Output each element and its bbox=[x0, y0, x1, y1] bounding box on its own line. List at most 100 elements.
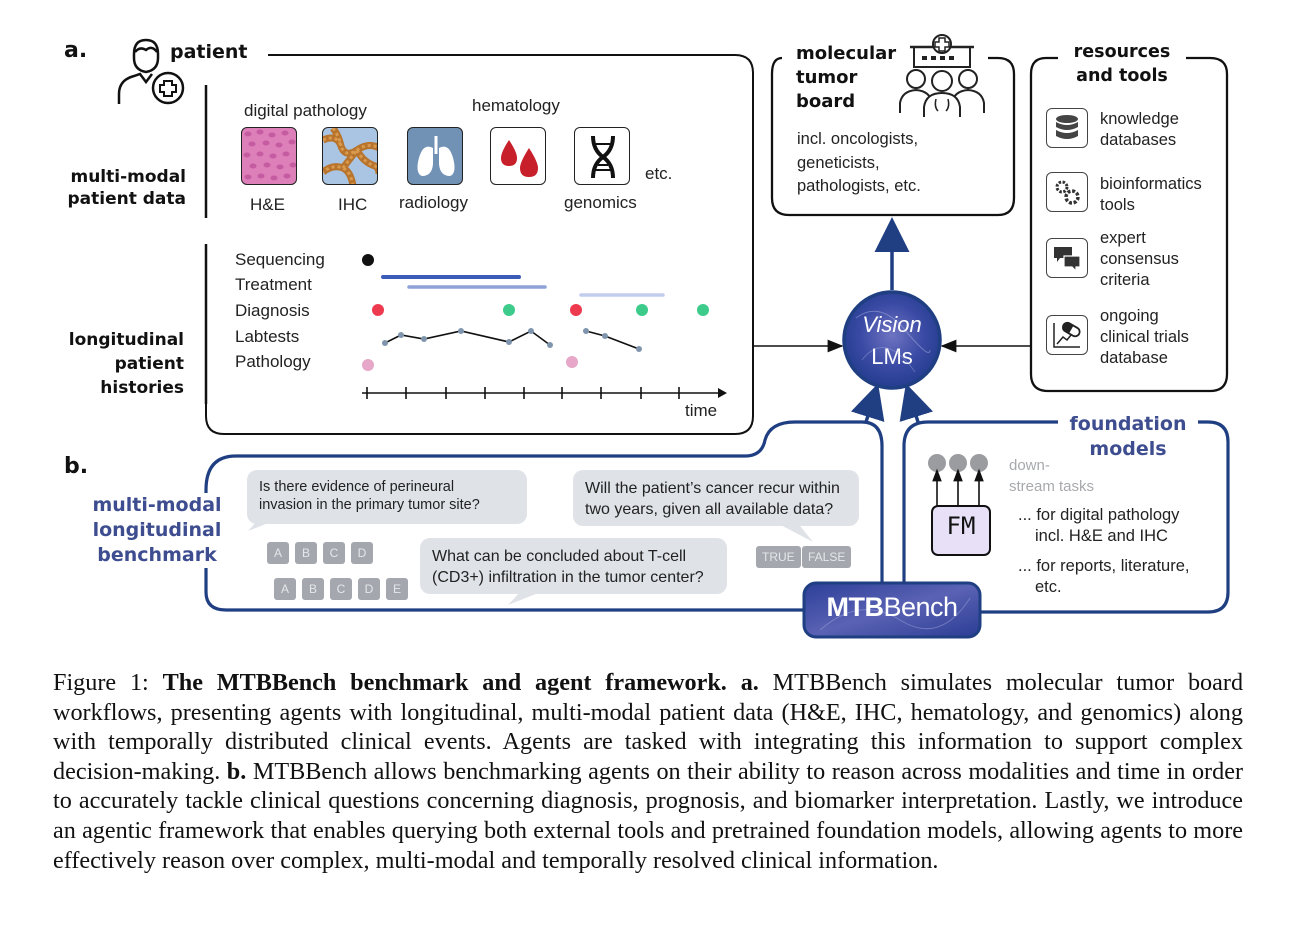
fm-reports-literature: ... for reports, literature, etc. bbox=[1018, 557, 1190, 596]
diagnosis-event bbox=[570, 304, 582, 316]
lms-label: LMs bbox=[871, 344, 913, 369]
benchmark-label: multi-modal longitudinal benchmark bbox=[82, 493, 232, 568]
task-node bbox=[970, 454, 988, 472]
option-false: FALSE bbox=[802, 546, 852, 568]
timeline-label-sequencing: Sequencing bbox=[235, 250, 325, 269]
gears-icon bbox=[1046, 172, 1088, 212]
pathology-event bbox=[362, 359, 374, 371]
foundation-model-diagram bbox=[928, 454, 991, 556]
task-node bbox=[928, 454, 946, 472]
sequencing-event bbox=[362, 254, 374, 266]
caption-text-b: MTBBench allows benchmarking agents on t… bbox=[53, 757, 1243, 874]
resources-title: resources and tools bbox=[1073, 42, 1171, 86]
labtest-point bbox=[583, 328, 589, 334]
labtest-line bbox=[384, 330, 551, 346]
labtest-point bbox=[547, 342, 553, 348]
option-e: E bbox=[386, 578, 408, 600]
ihc-label: IHC bbox=[338, 195, 368, 214]
chat-icon bbox=[1046, 238, 1088, 278]
arrow-foundation-to-lm bbox=[899, 383, 934, 423]
vision-label: Vision bbox=[862, 312, 922, 337]
option-a: A bbox=[274, 578, 296, 600]
arrow-benchmark-to-lm bbox=[850, 383, 885, 423]
panel-b-label: b. bbox=[64, 454, 89, 479]
labtest-line bbox=[585, 330, 640, 350]
mtbbench-badge bbox=[802, 581, 982, 639]
foundation-models-title: foundation models bbox=[1058, 412, 1198, 462]
task-node bbox=[949, 454, 967, 472]
foundation-panel-border-right bbox=[980, 420, 1230, 614]
resources-border bbox=[1029, 56, 1229, 393]
diagram-connectors bbox=[204, 54, 1230, 639]
option-b: B bbox=[295, 542, 317, 564]
hematology-image bbox=[490, 127, 546, 185]
option-c: C bbox=[330, 578, 352, 600]
option-b: B bbox=[302, 578, 324, 600]
diagnosis-event bbox=[503, 304, 515, 316]
option-true: TRUE bbox=[756, 546, 801, 568]
time-axis-arrow bbox=[718, 388, 727, 398]
patient-icon bbox=[116, 36, 186, 113]
patient-panel-border bbox=[205, 54, 754, 435]
question-bubble-perineural: Is there evidence of perineural invasion… bbox=[247, 470, 527, 524]
question-bubble-tcell: What can be concluded about T-cell (CD3+… bbox=[420, 538, 727, 594]
radiology-label: radiology bbox=[399, 193, 468, 212]
option-a: A bbox=[267, 542, 289, 564]
hematology-header: hematology bbox=[472, 96, 560, 115]
timeline-label-labtests: Labtests bbox=[235, 327, 300, 346]
lungs-icon bbox=[417, 136, 455, 176]
fm-digital-pathology: ... for digital pathology incl. H&E and … bbox=[1018, 506, 1180, 545]
genomics-image bbox=[574, 127, 630, 185]
timeline-label-treatment: Treatment bbox=[235, 275, 312, 294]
panel-a-label: a. bbox=[64, 38, 88, 63]
figure-title: The MTBBench benchmark and agent framewo… bbox=[162, 669, 727, 696]
labtest-point bbox=[382, 340, 388, 346]
database-icon bbox=[1046, 108, 1088, 148]
pathology-event bbox=[566, 356, 578, 368]
ihc-image bbox=[322, 127, 378, 185]
tumor-board-border bbox=[770, 56, 1016, 217]
question-bubble-recurrence: Will the patient’s cancer recur within t… bbox=[573, 470, 859, 526]
tumor-board-description: incl. oncologists, geneticists, patholog… bbox=[797, 130, 921, 195]
figure-number: Figure 1: bbox=[53, 669, 149, 696]
timeline-plot bbox=[362, 254, 727, 399]
multimodal-data-label: multi-modal patient data bbox=[67, 167, 186, 209]
diagnosis-event bbox=[636, 304, 648, 316]
benchmark-panel-border-bottom bbox=[204, 490, 806, 612]
foundation-panel-border bbox=[902, 420, 1060, 590]
fm-box bbox=[931, 505, 991, 556]
pill-chart-icon bbox=[1046, 315, 1088, 355]
caption-text-a: MTBBench simulates molecular tumor board… bbox=[53, 669, 1244, 785]
labtest-point bbox=[421, 336, 427, 342]
labtest-point bbox=[506, 339, 512, 345]
tumor-board-title: molecular tumor board bbox=[796, 42, 901, 114]
caption-marker-b: b. bbox=[226, 757, 247, 785]
bubble-tail bbox=[508, 590, 546, 605]
radiology-image bbox=[407, 127, 463, 185]
he-image bbox=[241, 127, 297, 185]
option-c: C bbox=[323, 542, 345, 564]
longitudinal-histories-label: longitudinal patient histories bbox=[68, 330, 184, 398]
option-d: D bbox=[351, 542, 373, 564]
timeline-label-diagnosis: Diagnosis bbox=[235, 301, 310, 320]
digital-pathology-header: digital pathology bbox=[244, 101, 367, 120]
time-axis-label: time bbox=[685, 401, 718, 420]
timeline-label-pathology: Pathology bbox=[235, 352, 311, 371]
bubble-tail bbox=[775, 522, 813, 542]
blood-drops-icon bbox=[501, 140, 538, 177]
benchmark-panel-border bbox=[204, 420, 884, 590]
labtest-point bbox=[528, 328, 534, 334]
downstream-tasks-label: down- stream tasks bbox=[1009, 457, 1095, 495]
genomics-label: genomics bbox=[564, 193, 637, 212]
labtest-point bbox=[636, 346, 642, 352]
patient-title: patient bbox=[170, 41, 248, 63]
labtest-point bbox=[458, 328, 464, 334]
mtbbench-logo: MTBBench bbox=[826, 592, 958, 622]
etc-label: etc. bbox=[645, 164, 673, 183]
he-label: H&E bbox=[250, 195, 285, 214]
labtest-point bbox=[602, 333, 608, 339]
